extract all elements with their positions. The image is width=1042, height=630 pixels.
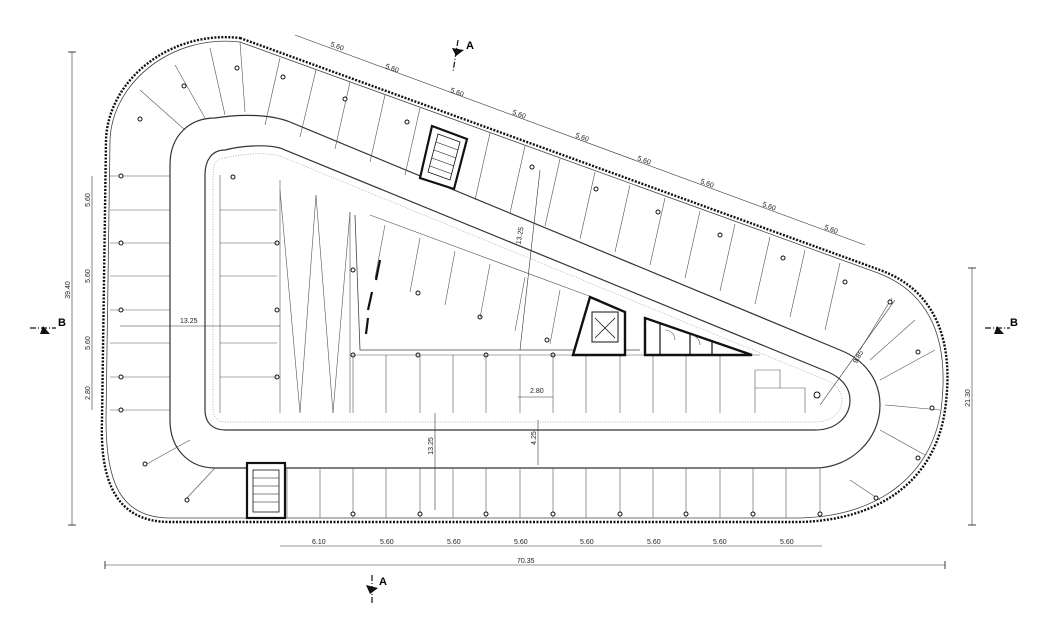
svg-text:A: A <box>466 40 474 52</box>
columns <box>118 65 935 517</box>
central-core <box>571 295 753 357</box>
ramp-ring <box>169 114 881 469</box>
stalls-bottom-row <box>286 468 821 518</box>
dim-top-8: 5.60 <box>761 201 776 212</box>
dim-inner-vertical: 13.25 <box>428 437 435 455</box>
dim-top-9: 5.60 <box>823 224 838 235</box>
dim-bottom-2: 5.60 <box>380 539 394 546</box>
dim-left-1: 5.60 <box>85 193 92 207</box>
dim-bottom-5: 5.60 <box>580 539 594 546</box>
dim-aisle-depth: 4.25 <box>531 431 538 445</box>
dim-top-4: 5.60 <box>511 109 526 120</box>
dim-bottom-3: 5.60 <box>447 539 461 546</box>
stalls-top-row <box>264 57 841 331</box>
dim-top-3: 5.60 <box>449 87 464 98</box>
outer-perimeter <box>100 35 949 524</box>
dim-bottom-8: 5.60 <box>780 539 794 546</box>
svg-text:B: B <box>1010 317 1018 329</box>
dimension-lines <box>71 34 973 566</box>
stalls-left-row <box>110 175 170 411</box>
dim-top-5: 5.60 <box>574 132 589 143</box>
dim-bottom-4: 5.60 <box>514 539 528 546</box>
dim-aisle-width: 2.80 <box>530 388 544 395</box>
section-marker-b-right: B <box>985 317 1018 334</box>
dim-left-2: 5.60 <box>85 269 92 283</box>
dim-top-6: 5.60 <box>636 155 651 166</box>
dim-overall-width: 70.35 <box>517 558 535 565</box>
dim-inner-left: 13.25 <box>180 318 198 325</box>
dim-inner-diagonal: 13.25 <box>516 226 526 245</box>
svg-text:A: A <box>379 576 387 588</box>
section-marker-b-left: B <box>30 317 66 334</box>
dim-top-7: 5.60 <box>699 178 714 189</box>
dim-bottom-1: 6.10 <box>312 539 326 546</box>
section-marker-a-top: A <box>452 39 474 73</box>
stair-core-bottom <box>245 461 287 520</box>
dim-top-1: 5.60 <box>329 41 344 52</box>
dim-bottom-6: 5.60 <box>647 539 661 546</box>
dim-overall-height: 39.40 <box>65 281 72 299</box>
inner-core <box>219 175 806 414</box>
dim-left-4: 2.80 <box>85 386 92 400</box>
section-marker-a-bottom: A <box>366 575 387 605</box>
dim-ramp-radius: 9.85 <box>852 350 865 365</box>
dim-left-3: 5.60 <box>85 336 92 350</box>
dim-right-height: 21.30 <box>965 389 972 407</box>
svg-text:B: B <box>58 317 66 329</box>
dim-top-2: 5.60 <box>384 63 399 74</box>
dim-bottom-7: 5.60 <box>713 539 727 546</box>
stair-core-top <box>418 124 469 191</box>
